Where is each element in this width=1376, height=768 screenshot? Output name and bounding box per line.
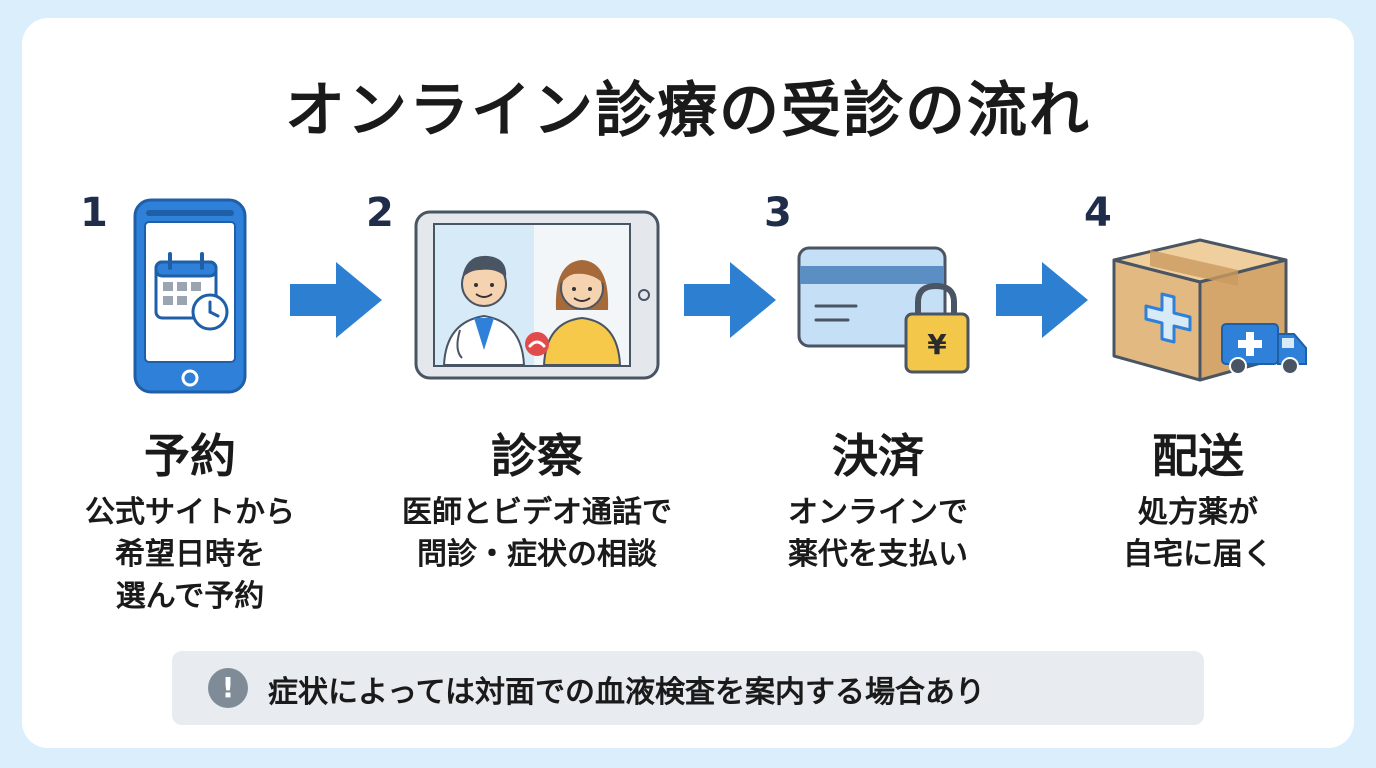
step-3-label: 決済 (832, 429, 924, 483)
step-4-desc-line: 自宅に届く (1123, 537, 1273, 572)
step-3-desc-line: オンラインで (788, 495, 968, 530)
package-delivery-truck-icon (1112, 238, 1307, 382)
arrow-right-icon (996, 262, 1088, 338)
tablet-video-call-icon (414, 210, 660, 380)
step-1-desc-line: 公式サイトから (85, 495, 295, 530)
step-1-description: 公式サイトから 希望日時を 選んで予約 (40, 492, 340, 618)
step-2-description: 医師とビデオ通話で 問診・症状の相談 (362, 492, 712, 576)
exclamation-icon: ! (208, 668, 248, 708)
arrow-right-icon (684, 262, 776, 338)
step-3-description: オンラインで 薬代を支払い (738, 492, 1018, 576)
step-4-label: 配送 (1152, 429, 1244, 483)
page-title: オンライン診療の受診の流れ (285, 76, 1091, 146)
step-1-desc-line: 希望日時を (115, 537, 265, 572)
credit-card-lock-icon: ¥ (797, 246, 970, 374)
step-2-desc-line: 問診・症状の相談 (417, 537, 657, 572)
step-1-number: 1 (80, 190, 108, 236)
notice-banner: ! 症状によっては対面での血液検査を案内する場合あり (172, 651, 1204, 725)
step-2-number: 2 (366, 190, 394, 236)
step-3-desc-line: 薬代を支払い (788, 537, 968, 572)
arrow-right-icon (290, 262, 382, 338)
step-1-desc-line: 選んで予約 (115, 579, 265, 614)
yen-symbol: ¥ (927, 328, 947, 361)
step-4-description: 処方薬が 自宅に届く (1078, 492, 1318, 576)
notice-text: 症状によっては対面での血液検査を案内する場合あり (268, 675, 985, 710)
step-4-desc-line: 処方薬が (1138, 495, 1258, 530)
step-2-label: 診察 (491, 429, 583, 483)
step-1-label: 予約 (144, 429, 236, 483)
step-2-desc-line: 医師とビデオ通話で (402, 495, 672, 530)
step-3-number: 3 (764, 190, 792, 236)
step-4-number: 4 (1084, 190, 1112, 236)
smartphone-calendar-icon (133, 198, 247, 394)
